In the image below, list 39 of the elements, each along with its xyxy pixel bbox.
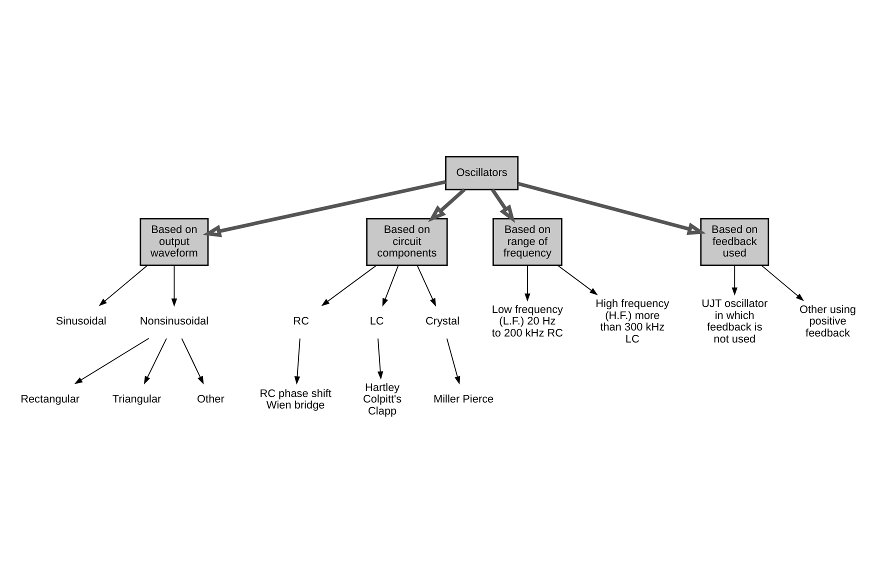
arrow bbox=[144, 338, 167, 384]
node-text: Other using positive feedback bbox=[799, 304, 856, 340]
arrow bbox=[490, 188, 516, 224]
arrow bbox=[446, 338, 460, 385]
node-box: Based on output waveform bbox=[140, 218, 209, 266]
arrow bbox=[171, 265, 178, 307]
node-text: UJT oscillator in which feedback is not used bbox=[702, 298, 768, 346]
node-text: Other bbox=[197, 394, 224, 406]
arrow bbox=[518, 182, 706, 235]
arrow bbox=[98, 264, 148, 306]
node-text: Rectangular bbox=[20, 394, 80, 406]
node-text: High frequency (H.F.) more than 300 kHz LC bbox=[596, 298, 670, 346]
node-text: Sinusoidal bbox=[56, 316, 106, 328]
arrow bbox=[732, 265, 738, 296]
node-text: Low frequency (L.F.) 20 Hz to 200 kHz RC bbox=[492, 304, 564, 340]
node-text: RC phase shift Wien bridge bbox=[260, 388, 332, 412]
node-box: Based on circuit components bbox=[366, 218, 448, 266]
node-text: Miller Pierce bbox=[433, 394, 494, 406]
arrow bbox=[181, 338, 204, 384]
arrow bbox=[202, 180, 446, 238]
arrow bbox=[294, 338, 300, 385]
arrow bbox=[428, 188, 466, 222]
node-text: Crystal bbox=[426, 316, 460, 328]
node-text: Nonsinusoidal bbox=[140, 316, 209, 328]
node-box: Based on feedback used bbox=[700, 218, 770, 266]
arrow bbox=[382, 265, 399, 307]
node-box: Based on range of frequency bbox=[492, 218, 562, 266]
node-text: RC bbox=[293, 316, 309, 328]
arrow bbox=[377, 338, 384, 380]
arrow bbox=[74, 338, 150, 384]
arrow bbox=[321, 264, 378, 306]
node-box: Oscillators bbox=[445, 156, 519, 190]
node-text: Triangular bbox=[112, 394, 162, 406]
arrow bbox=[557, 264, 598, 296]
arrow bbox=[524, 265, 530, 302]
arrow bbox=[416, 265, 436, 307]
arrow bbox=[760, 264, 804, 302]
node-text: Hartley Colpitt's Clapp bbox=[363, 382, 402, 418]
node-text: LC bbox=[370, 316, 384, 328]
